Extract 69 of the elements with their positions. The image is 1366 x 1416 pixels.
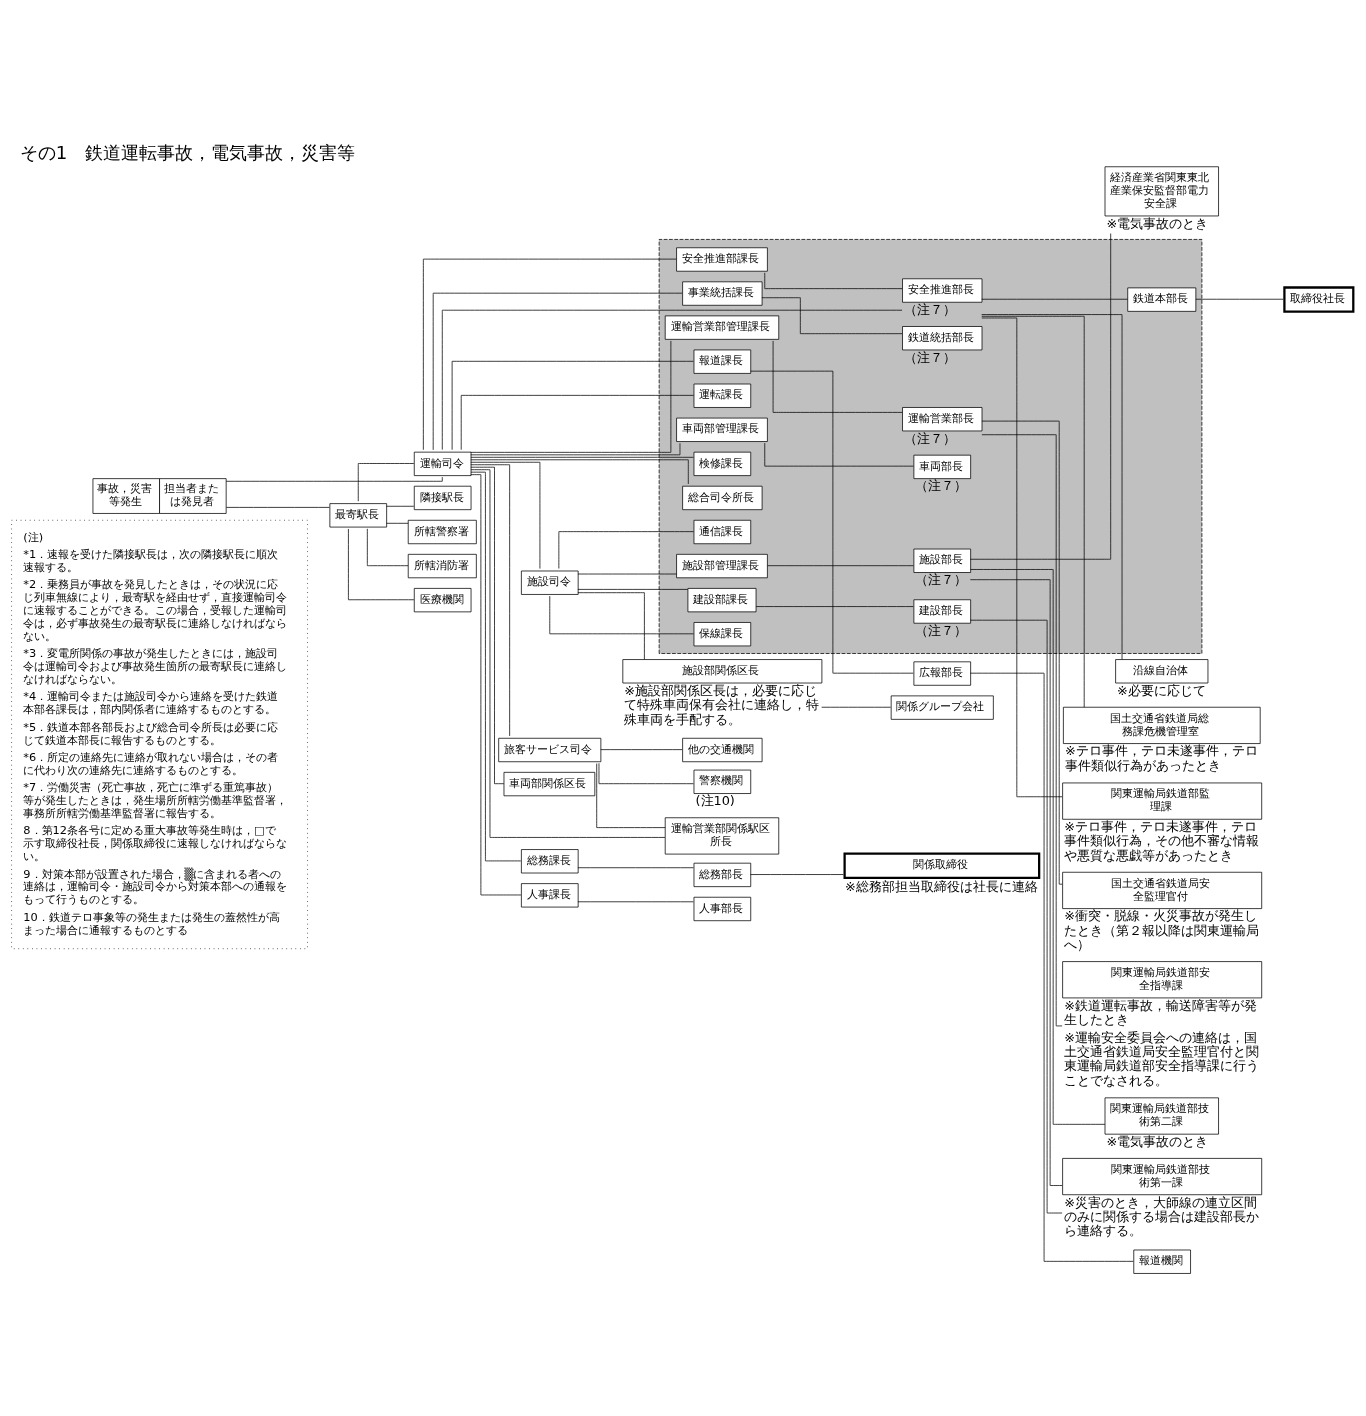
connector: [981, 420, 1063, 885]
node-label: ※テロ事件，テロ未遂事件，テロ事件類似行為があったとき: [1064, 743, 1258, 773]
connector: [772, 340, 903, 413]
connector: [470, 466, 505, 785]
connector: [470, 340, 672, 453]
connector: [981, 315, 1085, 708]
connector: [767, 565, 914, 567]
connector: [470, 459, 689, 485]
connector: [577, 867, 694, 869]
node-label: （注７）: [904, 349, 957, 365]
connector: [366, 528, 409, 567]
connector: [577, 573, 677, 575]
connector: [386, 522, 409, 524]
connector: [764, 442, 914, 467]
connector: [755, 606, 914, 607]
node-label: （注７）: [915, 623, 968, 639]
connector: [470, 469, 666, 838]
connector: [470, 442, 681, 456]
connector: [981, 314, 1123, 660]
connector: [451, 360, 694, 451]
node-box: (注) *1．速報を受けた隣接駅長は，次の隣接駅長に順次速報する。 *2．乗務員が事故を発見したときは，その状況に応じ列車無線により，最寄駅を経由せず，直接運輸司令に速報することができる。この場合，受報した運輸司令は，必ず事故発生の最寄駅長に連絡しなければならない。 *3．変電所関係の事故が発生したときには，施設司令は運輸司令および事故発生箇所の最寄駅長に連絡しなければならない。 *4．運輸司令または施設司令から連絡を受けた鉄道本部各課長は，部内関係者に連絡するものとする。 *5．鉄道本部各部長および総合司令所長は必要に応じて鉄道本部長に報告するものとする。 *6．所定の連絡先に連絡が取れない場合は，その者に代わり次の連絡先に連絡するものとする。 *7．労働災害（死亡事故，死亡に準ずる重篤事故）等が発生したときは，発生場所所轄労働基準監督署，事務所所轄労働基準監督署に報告する。 8．第12条各号に定める重大事故等発生時は，□で示す取締役社長，関係取締役に速報しなければならない。 9．対策本部が設置された場合，▒に含まれる者への連絡は，運輸司令・施設司令から対策本部への通報をもって行うものとする。 10．鉄道テロ事象等の発生または発生の蓋然性が高まった場合に通報するものとする: [11, 519, 308, 950]
connector: [558, 531, 694, 569]
node-label: （注７）: [915, 572, 968, 588]
connector: [577, 592, 645, 660]
node-label: （注７）: [904, 302, 957, 318]
connector: [225, 476, 443, 482]
node-label: ※鉄道運転事故，輸送障害等が発生したとき: [1064, 997, 1257, 1028]
connector: [764, 272, 903, 289]
connector: [750, 370, 914, 674]
node-label: ※テロ事件，テロ未遂事件，テロ事件類似行為，その他不審な情報や悪質な悪戯等があったとき: [1064, 819, 1260, 863]
connector: [226, 507, 330, 508]
connector: [596, 763, 666, 828]
node-label: ※施設部関係区長は，必要に応じて特殊車両保有会社に連絡し，特殊車両を手配する。: [624, 682, 820, 727]
connector: [577, 589, 689, 590]
diagram-title: その1 鉄道運転事故，電気事故，災害等: [19, 141, 356, 163]
connector: [386, 505, 415, 507]
connector: [750, 874, 844, 875]
node-label: ※衝突・脱線・火災事故が発生したとき（第２報以降は関東運輸局へ）: [1064, 908, 1260, 953]
connector: [970, 569, 1106, 1125]
connector: [600, 749, 683, 750]
connector: [1195, 298, 1284, 300]
connector: [761, 297, 903, 335]
connector: [981, 317, 1063, 798]
node-label: ※総務部担当取締役は社長に連絡: [844, 878, 1038, 894]
connector: [969, 672, 1134, 1262]
connector: [460, 395, 694, 451]
node-label: ※電気事故のとき: [1106, 1133, 1209, 1149]
cluster: [658, 239, 1203, 654]
connector: [470, 456, 694, 458]
node-label: (注10): [695, 793, 735, 809]
connector: [981, 298, 1129, 300]
node-label: ※電気事故のとき: [1106, 215, 1209, 231]
connector: [577, 901, 694, 903]
connector: [598, 762, 694, 785]
node-label: ※必要に応じて: [1117, 682, 1206, 698]
connector: [441, 309, 903, 450]
connector: [969, 233, 1112, 560]
connector: [348, 528, 415, 601]
connector: [357, 463, 415, 502]
node-label: ※災害のとき，大師線の連立区間のみに関係する場合は建設部長から連絡する。: [1064, 1194, 1260, 1239]
node-label: （注７）: [915, 478, 968, 494]
node-label: ※運輸安全委員会への連絡は，国土交通省鉄道局安全監理官付と関東運輸局鉄道部安全指導課に行うことでなされる。: [1064, 1029, 1260, 1088]
connector: [432, 292, 683, 451]
node-label: （注７）: [904, 430, 957, 446]
connector: [423, 258, 677, 451]
connector: [549, 595, 694, 635]
connector: [981, 434, 1063, 1027]
connector: [470, 461, 541, 569]
connector: [470, 464, 511, 737]
